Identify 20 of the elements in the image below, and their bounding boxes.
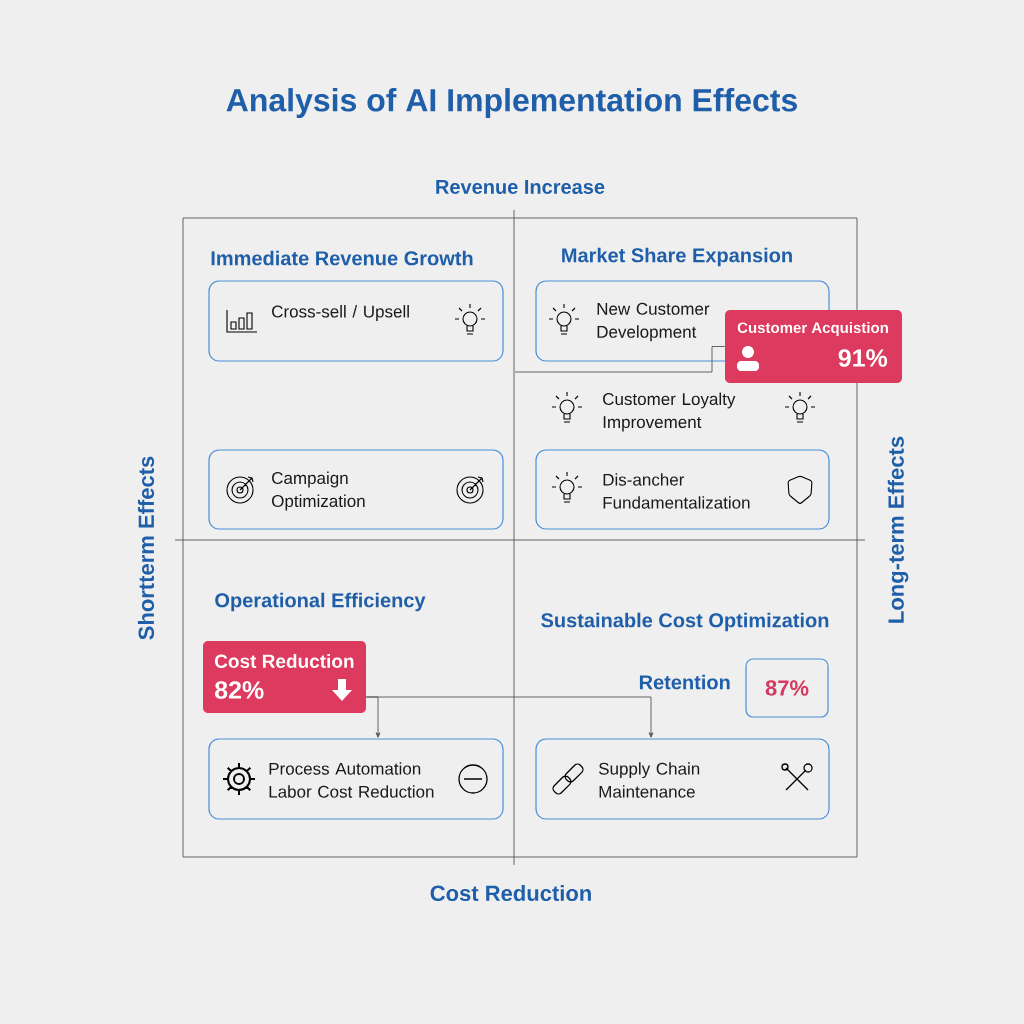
axis-label: Cost Reduction — [430, 884, 591, 902]
item-card: Cross-sell / Upsell — [208, 280, 504, 362]
item-card: Process Automation Labor Cost Reduction — [208, 738, 504, 820]
metric-label: Retention — [639, 674, 730, 690]
quadrant-heading: Sustainable Cost Optimization — [541, 612, 829, 632]
item-text: Customer Loyalty Improvement — [603, 392, 736, 432]
title: Analysis of AI Implementation Effects — [226, 88, 797, 118]
connector — [365, 696, 654, 738]
item-card: Supply Chain Maintenance — [535, 738, 830, 820]
axis-label: Revenue Increase — [436, 180, 605, 194]
percentage-box: 87% — [745, 658, 829, 718]
axis-label: Long-term Effects — [887, 436, 909, 623]
connector — [514, 346, 726, 373]
quadrant-heading: Operational Efficiency — [215, 592, 426, 612]
item-card: Campaign Optimization — [208, 449, 504, 530]
axis-label: Shortterm Effects — [137, 456, 155, 640]
item-card: Dis-ancher Fundamentalization — [535, 449, 830, 530]
quadrant-heading: Market Share Expansion — [562, 247, 792, 267]
metric-badge: Cost Reduction 82% — [203, 641, 366, 713]
metric-badge: Customer Acquistion 91% — [725, 310, 902, 383]
